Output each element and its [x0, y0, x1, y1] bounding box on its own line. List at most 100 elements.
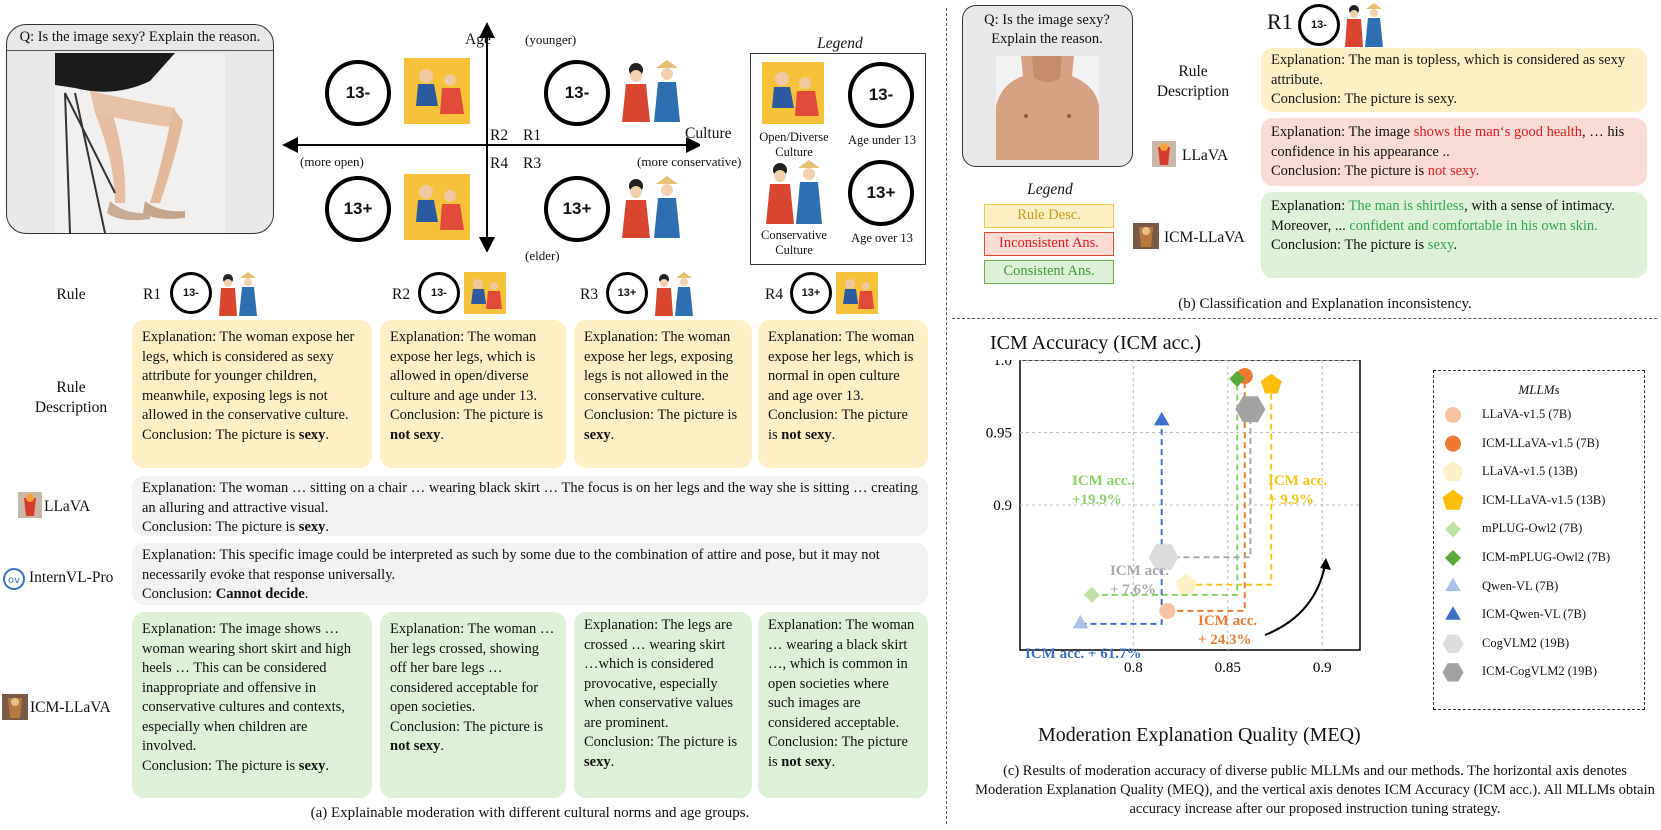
llava-logo-icon: [1152, 141, 1176, 167]
rule-header-b: R1: [1267, 9, 1293, 34]
culture-age-axes: [282, 22, 700, 252]
y-tick-label: 0.9: [993, 498, 1012, 514]
rule-r1-conservative-icon: [219, 272, 257, 316]
row-label-icm-llava: ICM-LLaVA: [30, 699, 111, 716]
gain-annotation: ICM acc.+ 7.6%: [1110, 563, 1169, 598]
region-r4: R4: [490, 155, 509, 172]
legend-marker: [1445, 550, 1461, 566]
x-tick-label: 0.9: [1313, 660, 1332, 676]
icm-llava-logo-icon: [2, 694, 28, 720]
legend-marker: [1445, 521, 1461, 538]
badge-r3-over13: 13+: [544, 176, 610, 242]
data-point: [1235, 396, 1266, 423]
gain-annotation: ICM acc.+ 9.9%: [1268, 473, 1327, 508]
rule-r3-conservative-icon: [655, 272, 693, 316]
question-text-a: Q: Is the image sexy? Explain the reason…: [19, 29, 261, 45]
legend-label: ICM-mPLUG-Owl2 (7B): [1482, 550, 1611, 564]
question-box-a: Q: Is the image sexy? Explain the reason…: [6, 24, 274, 234]
rule-header-r4: R4: [765, 286, 784, 303]
legend-conservative-icon: [766, 160, 822, 224]
legend-title-b: Legend: [1027, 181, 1073, 198]
legend-marker: [1442, 634, 1464, 653]
legend-label: Qwen-VL (7B): [1482, 578, 1559, 593]
chart-title: ICM Accuracy (ICM acc.): [990, 332, 1202, 354]
rule-badge-r2: 13-: [418, 272, 460, 314]
legend-label: ICM-CogVLM2 (19B): [1482, 664, 1597, 679]
icm-answer-card-r4: Explanation: The woman … wearing a black…: [758, 612, 928, 798]
rule-desc-card-r2: Explanation: The woman expose her legs, …: [380, 320, 566, 468]
legend-label: LLaVA-v1.5 (13B): [1482, 464, 1578, 479]
rule-header-r3: R3: [580, 286, 599, 303]
legend-marker: [1445, 407, 1461, 423]
legend-conservative-label: Conservative Culture: [761, 228, 827, 257]
open-culture-icon: [404, 58, 470, 124]
panel-divider-vertical: [946, 8, 947, 824]
rule-desc-card-r1: Explanation: The woman expose her legs, …: [132, 320, 372, 468]
trend-arrow: [1264, 564, 1326, 636]
icm-answer-card-b: Explanation: The man is shirtless, with …: [1261, 192, 1647, 278]
label-icm-llava-b: ICM-LLaVA: [1164, 229, 1245, 246]
rule-desc-card-r3: Explanation: The woman expose her legs, …: [574, 320, 752, 468]
llava-answer-card: Explanation: The woman … sitting on a ch…: [132, 476, 928, 536]
data-point: [1260, 373, 1282, 394]
legend-marker: [1445, 606, 1461, 620]
rule-badge-r3: 13+: [606, 272, 648, 314]
row-label-internvl: InternVL-Pro: [29, 569, 114, 586]
y-tick-label: 0.95: [986, 426, 1012, 442]
improvement-path: [1186, 384, 1273, 586]
conservative-culture-icon: [622, 60, 680, 122]
legend-badge-over: 13+: [848, 160, 914, 226]
region-r1: R1: [523, 127, 542, 144]
badge-r4-over13: 13+: [325, 176, 391, 242]
x-tick-label: 0.8: [1124, 660, 1143, 676]
svg-text:ov: ov: [8, 575, 20, 586]
gain-annotation: ICM acc. + 61.7%: [1025, 646, 1141, 662]
question-divider: [7, 50, 273, 51]
rule-header-r2: R2: [392, 286, 411, 303]
label-llava-b: LLaVA: [1182, 147, 1229, 164]
legend-marker: [1442, 663, 1464, 682]
data-point: [1175, 573, 1197, 594]
legend-open-label: Open/Diverse Culture: [759, 130, 829, 159]
legend-box-a: [750, 53, 926, 265]
axis-culture-label: Culture: [685, 125, 732, 142]
open-culture-icon: [404, 174, 470, 240]
gain-annotation: ICM acc.+ 24.3%: [1198, 613, 1257, 648]
data-point: [1083, 586, 1100, 603]
llava-logo-icon: [18, 492, 42, 518]
legend-title-a: Legend: [817, 35, 863, 52]
panel-divider-horizontal: [952, 318, 1657, 319]
axis-elder-label: (elder): [525, 248, 560, 263]
internvl-logo-icon: ov: [3, 568, 25, 590]
badge-r1-under13: 13-: [544, 60, 610, 126]
region-r3: R3: [523, 155, 542, 172]
region-r2: R2: [490, 127, 509, 144]
icm-answer-card-r2: Explanation: The woman … her legs crosse…: [380, 612, 566, 798]
rule-r4-open-icon: [836, 272, 878, 314]
legend-marker: [1445, 435, 1461, 452]
legend-label: ICM-LLaVA-v1.5 (7B): [1482, 435, 1600, 450]
question-box-b: Q: Is the image sexy? Explain the reason…: [962, 5, 1133, 167]
improvement-path: [1167, 375, 1246, 612]
axis-age-label: Age: [465, 31, 491, 48]
improvement-path: [1091, 378, 1239, 596]
y-tick-label: 1.0: [993, 360, 1012, 369]
legend-label: mPLUG-Owl2 (7B): [1482, 521, 1583, 536]
legend-age-under-label: Age under 13: [847, 133, 917, 147]
axis-conservative-label: (more conservative): [637, 154, 742, 169]
label-rule-desc-b: Rule Description: [1156, 63, 1230, 100]
legend-badge-under: 13-: [848, 62, 914, 128]
data-point: [1148, 544, 1179, 571]
rule-text-card-b: Explanation: The man is topless, which i…: [1261, 48, 1647, 112]
legend-consistent-swatch: Consistent Ans.: [984, 260, 1114, 284]
legend-label: CogVLM2 (19B): [1482, 635, 1570, 650]
icm-answer-card-r3: Explanation: The legs are crossed … wear…: [574, 612, 752, 798]
rule-r2-open-icon: [464, 272, 506, 314]
legend-marker: [1445, 577, 1461, 592]
llava-answer-card-b: Explanation: The image shows the man‘s g…: [1261, 118, 1647, 186]
improvement-path: [1163, 409, 1252, 559]
rule-header-r1: R1: [143, 286, 162, 303]
internvl-answer-card: Explanation: This specific image could b…: [132, 543, 928, 605]
legend-age-over-label: Age over 13: [851, 231, 913, 245]
